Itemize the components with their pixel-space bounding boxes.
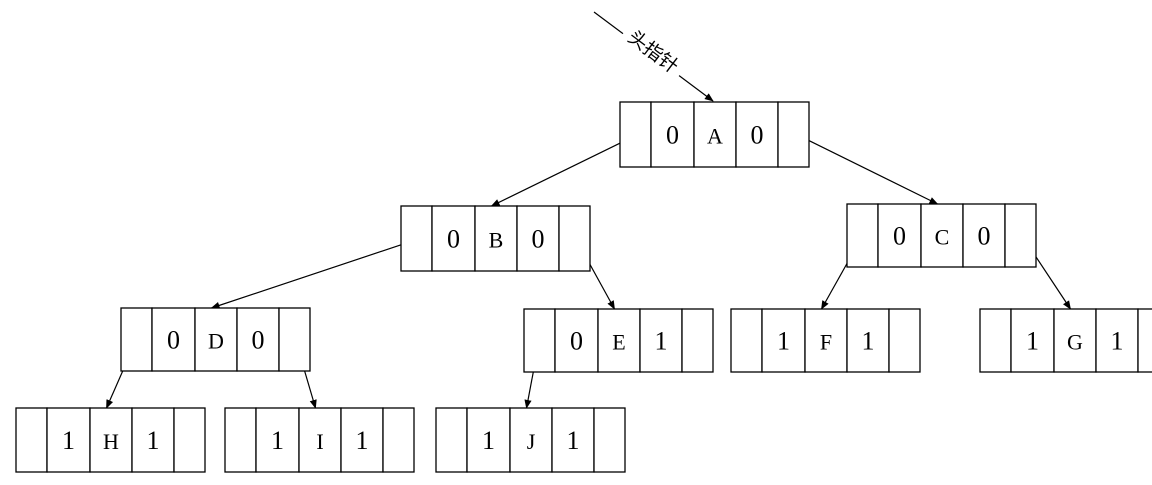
tree-node-a: 0 A 0 xyxy=(619,101,810,168)
ltag-cell xyxy=(255,407,300,473)
node-data-value: B xyxy=(489,228,504,253)
ltag-value: 0 xyxy=(893,222,906,251)
ltag-cell xyxy=(554,308,599,373)
node-data-value: A xyxy=(707,124,723,149)
data-cell xyxy=(597,308,641,373)
rchild-cell xyxy=(278,307,311,372)
data-cell xyxy=(920,203,964,268)
ltag-value: 0 xyxy=(447,225,460,254)
lchild-cell xyxy=(619,101,652,168)
data-cell xyxy=(509,407,553,473)
rtag-cell xyxy=(551,407,595,473)
node-data-value: C xyxy=(935,225,950,250)
rtag-value: 0 xyxy=(978,222,991,251)
data-cell xyxy=(804,308,848,373)
rtag-value: 1 xyxy=(655,327,668,356)
tree-node-e: 0 E 1 xyxy=(523,308,714,373)
lchild-cell xyxy=(120,307,153,372)
lchild-cell xyxy=(979,308,1012,373)
rtag-cell xyxy=(1095,308,1139,373)
node-data-value: F xyxy=(820,330,832,355)
node-data-value: E xyxy=(612,330,625,355)
rtag-value: 1 xyxy=(356,426,369,455)
rchild-cell xyxy=(173,407,206,473)
ltag-cell xyxy=(151,307,196,372)
node-data-value: G xyxy=(1067,330,1083,355)
lchild-cell xyxy=(15,407,48,473)
node-data-value: D xyxy=(208,329,224,354)
lchild-cell xyxy=(224,407,257,473)
rtag-value: 1 xyxy=(147,426,160,455)
ltag-value: 0 xyxy=(666,121,679,150)
data-cell xyxy=(89,407,133,473)
node-data-value: H xyxy=(103,429,119,454)
data-cell xyxy=(1053,308,1097,373)
rtag-cell xyxy=(340,407,384,473)
tree-node-j: 1 J 1 xyxy=(435,407,626,473)
rtag-cell xyxy=(236,307,280,372)
ltag-value: 1 xyxy=(482,426,495,455)
rtag-value: 0 xyxy=(751,121,764,150)
rtag-cell xyxy=(131,407,175,473)
ltag-value: 1 xyxy=(777,327,790,356)
lchild-cell xyxy=(846,203,879,268)
ltag-cell xyxy=(877,203,922,268)
tree-node-h: 1 H 1 xyxy=(15,407,206,473)
rchild-cell xyxy=(593,407,626,473)
rchild-cell xyxy=(382,407,415,473)
lchild-cell xyxy=(400,205,433,272)
edge-a-c xyxy=(793,132,939,205)
lchild-cell xyxy=(523,308,556,373)
rtag-cell xyxy=(846,308,890,373)
rchild-cell xyxy=(1004,203,1037,268)
rchild-cell xyxy=(1137,308,1152,373)
edge-b-d xyxy=(210,239,417,309)
rchild-cell xyxy=(558,205,591,272)
rtag-value: 1 xyxy=(567,426,580,455)
rtag-value: 1 xyxy=(862,327,875,356)
rtag-cell xyxy=(639,308,683,373)
rtag-value: 1 xyxy=(1111,327,1124,356)
rtag-value: 0 xyxy=(532,225,545,254)
tree-node-i: 1 I 1 xyxy=(224,407,415,473)
tree-node-g: 1 G 1 xyxy=(979,308,1152,373)
ltag-value: 0 xyxy=(570,327,583,356)
ltag-value: 1 xyxy=(271,426,284,455)
rchild-cell xyxy=(777,101,810,168)
ltag-value: 1 xyxy=(1026,327,1039,356)
tree-node-d: 0 D 0 xyxy=(120,307,311,372)
lchild-cell xyxy=(730,308,763,373)
edge-a-b xyxy=(490,135,636,207)
lchild-cell xyxy=(435,407,468,473)
tree-node-b: 0 B 0 xyxy=(400,205,591,272)
node-data-value: I xyxy=(316,429,323,454)
ltag-cell xyxy=(761,308,806,373)
head-pointer: 头指针 xyxy=(593,6,714,102)
tree-node-f: 1 F 1 xyxy=(730,308,921,373)
rchild-cell xyxy=(681,308,714,373)
ltag-value: 1 xyxy=(62,426,75,455)
data-cell xyxy=(298,407,342,473)
ltag-value: 0 xyxy=(167,326,180,355)
rtag-value: 0 xyxy=(252,326,265,355)
node-data-value: J xyxy=(527,429,536,454)
rtag-cell xyxy=(516,205,560,272)
tree-node-c: 0 C 0 xyxy=(846,203,1037,268)
rchild-cell xyxy=(888,308,921,373)
data-cell xyxy=(194,307,238,372)
